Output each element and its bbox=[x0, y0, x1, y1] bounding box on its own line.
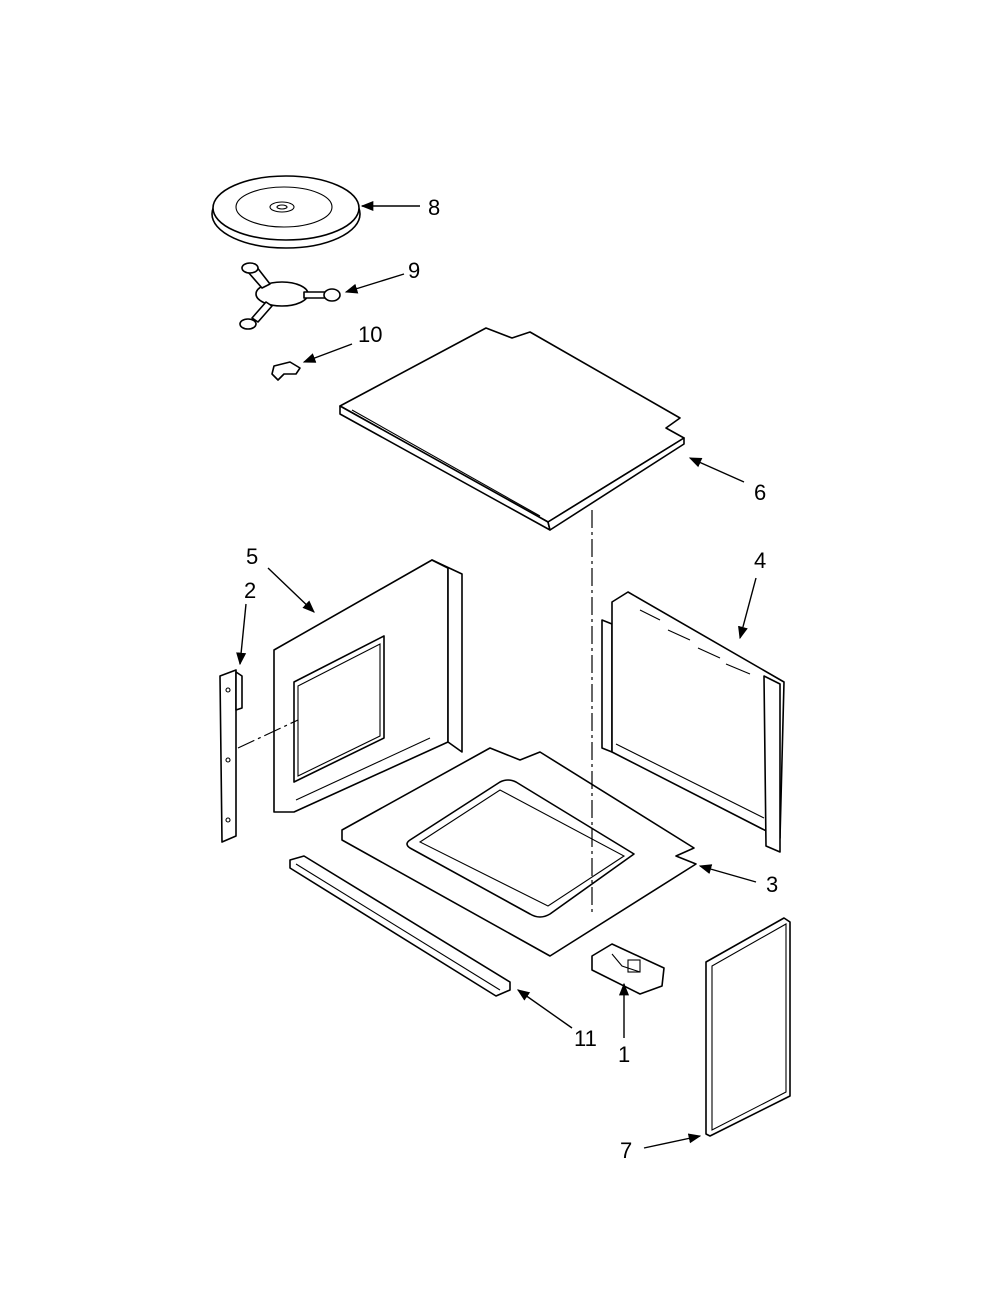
callout-5: 5 bbox=[246, 544, 258, 569]
dash-line-left bbox=[237, 719, 299, 749]
callout-3: 3 bbox=[766, 872, 778, 897]
part-7-rear-panel bbox=[705, 917, 791, 1137]
part-2-bracket bbox=[219, 669, 243, 843]
part-11-front-rail bbox=[289, 855, 511, 997]
part-5-left-side-panel bbox=[273, 559, 463, 813]
callout-9: 9 bbox=[408, 258, 420, 283]
part-3-bottom-panel bbox=[341, 747, 697, 957]
callout-4: 4 bbox=[754, 548, 766, 573]
part-1-switch-assembly bbox=[591, 943, 665, 995]
callout-1: 1 bbox=[618, 1042, 630, 1067]
callout-10: 10 bbox=[358, 322, 382, 347]
callout-leaders bbox=[236, 200, 757, 1149]
part-10-coupler bbox=[271, 361, 301, 381]
callout-8: 8 bbox=[428, 195, 440, 220]
part-6-top-panel bbox=[339, 327, 685, 531]
callout-7: 7 bbox=[620, 1138, 632, 1163]
callout-11: 11 bbox=[574, 1026, 597, 1051]
callout-6: 6 bbox=[754, 480, 766, 505]
part-4-right-side-panel bbox=[601, 591, 785, 853]
callout-2: 2 bbox=[244, 578, 256, 603]
part-9-roller-support bbox=[239, 262, 341, 330]
part-8-turntable-tray bbox=[211, 175, 361, 249]
